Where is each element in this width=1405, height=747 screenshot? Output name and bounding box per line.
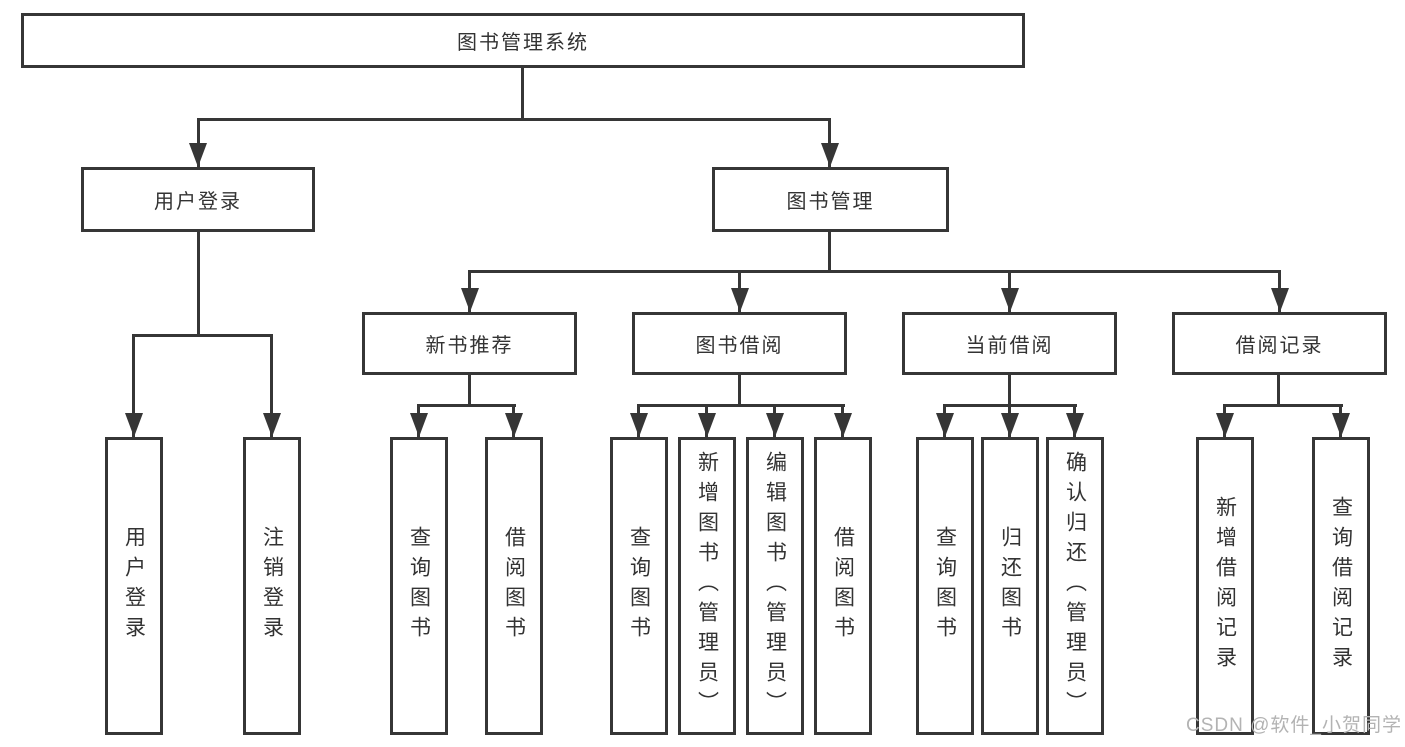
node-label: 查询图书 — [627, 526, 651, 646]
leaf-query-books: 查询图书 — [610, 437, 668, 735]
node-label: 注销登录 — [260, 526, 284, 646]
arrow-down-icon — [410, 413, 428, 437]
connector-line — [468, 373, 471, 406]
arrow-down-icon — [834, 413, 852, 437]
arrow-down-icon — [263, 413, 281, 437]
arrow-down-icon — [505, 413, 523, 437]
arrow-down-icon — [1001, 288, 1019, 312]
node-book-borrow: 图书借阅 — [632, 312, 847, 375]
node-label: 查询图书 — [933, 526, 957, 646]
leaf-user-login: 用户登录 — [105, 437, 163, 735]
connector-line — [521, 66, 524, 120]
arrow-down-icon — [630, 413, 648, 437]
connector-line — [132, 334, 273, 337]
arrow-down-icon — [1216, 413, 1234, 437]
connector-line — [637, 404, 845, 407]
leaf-return-books: 归还图书 — [981, 437, 1039, 735]
node-label: 图书借阅 — [695, 335, 784, 357]
leaf-borrow-books: 借阅图书 — [814, 437, 872, 735]
arrow-down-icon — [461, 288, 479, 312]
arrow-down-icon — [1271, 288, 1289, 312]
node-label: 查询借阅记录 — [1329, 496, 1353, 676]
connector-line — [197, 118, 831, 121]
arrow-down-icon — [1001, 413, 1019, 437]
leaf-add-borrow-record: 新增借阅记录 — [1196, 437, 1254, 735]
connector-line — [197, 118, 200, 167]
node-label: 新增图书（管理员） — [695, 451, 719, 721]
arrow-down-icon — [936, 413, 954, 437]
node-label: 当前借阅 — [965, 335, 1054, 357]
node-label: 借阅图书 — [831, 526, 855, 646]
node-new-book-recommend: 新书推荐 — [362, 312, 577, 375]
csdn-watermark: CSDN @软件_小贺同学 — [1186, 715, 1402, 736]
leaf-logout: 注销登录 — [243, 437, 301, 735]
connector-line — [738, 373, 741, 406]
node-current-borrow: 当前借阅 — [902, 312, 1117, 375]
connector-line — [1223, 404, 1343, 407]
connector-line — [1008, 373, 1011, 406]
arrow-down-icon — [189, 143, 207, 167]
node-label: 图书管理系统 — [457, 32, 589, 54]
leaf-query-borrow-record: 查询借阅记录 — [1312, 437, 1370, 735]
node-user-login: 用户登录 — [81, 167, 315, 232]
arrow-down-icon — [125, 413, 143, 437]
node-label: 用户登录 — [122, 526, 146, 646]
node-label: 查询图书 — [407, 526, 431, 646]
connector-line — [132, 334, 135, 437]
node-label: 借阅记录 — [1235, 335, 1324, 357]
connector-line — [270, 334, 273, 437]
connector-line — [197, 230, 200, 336]
node-label: 新书推荐 — [425, 335, 514, 357]
leaf-borrow-books-recommend: 借阅图书 — [485, 437, 543, 735]
leaf-query-books-current: 查询图书 — [916, 437, 974, 735]
connector-line — [1277, 373, 1280, 406]
connector-line — [828, 118, 831, 167]
arrow-down-icon — [1066, 413, 1084, 437]
node-root-system: 图书管理系统 — [21, 13, 1025, 68]
arrow-down-icon — [766, 413, 784, 437]
node-label: 新增借阅记录 — [1213, 496, 1237, 676]
arrow-down-icon — [1332, 413, 1350, 437]
node-label: 图书管理 — [786, 191, 875, 213]
node-label: 用户登录 — [154, 191, 242, 213]
node-label: 归还图书 — [998, 526, 1022, 646]
connector-line — [468, 270, 1281, 273]
node-label: 借阅图书 — [502, 526, 526, 646]
node-book-management: 图书管理 — [712, 167, 949, 232]
arrow-down-icon — [731, 288, 749, 312]
leaf-confirm-return-admin: 确认归还（管理员） — [1046, 437, 1104, 735]
arrow-down-icon — [821, 143, 839, 167]
leaf-edit-books-admin: 编辑图书（管理员） — [746, 437, 804, 735]
connector-line — [828, 230, 831, 272]
connector-line — [417, 404, 516, 407]
leaf-add-books-admin: 新增图书（管理员） — [678, 437, 736, 735]
node-borrow-records: 借阅记录 — [1172, 312, 1387, 375]
node-label: 编辑图书（管理员） — [763, 451, 787, 721]
leaf-query-books-recommend: 查询图书 — [390, 437, 448, 735]
node-label: 确认归还（管理员） — [1063, 451, 1087, 721]
arrow-down-icon — [698, 413, 716, 437]
